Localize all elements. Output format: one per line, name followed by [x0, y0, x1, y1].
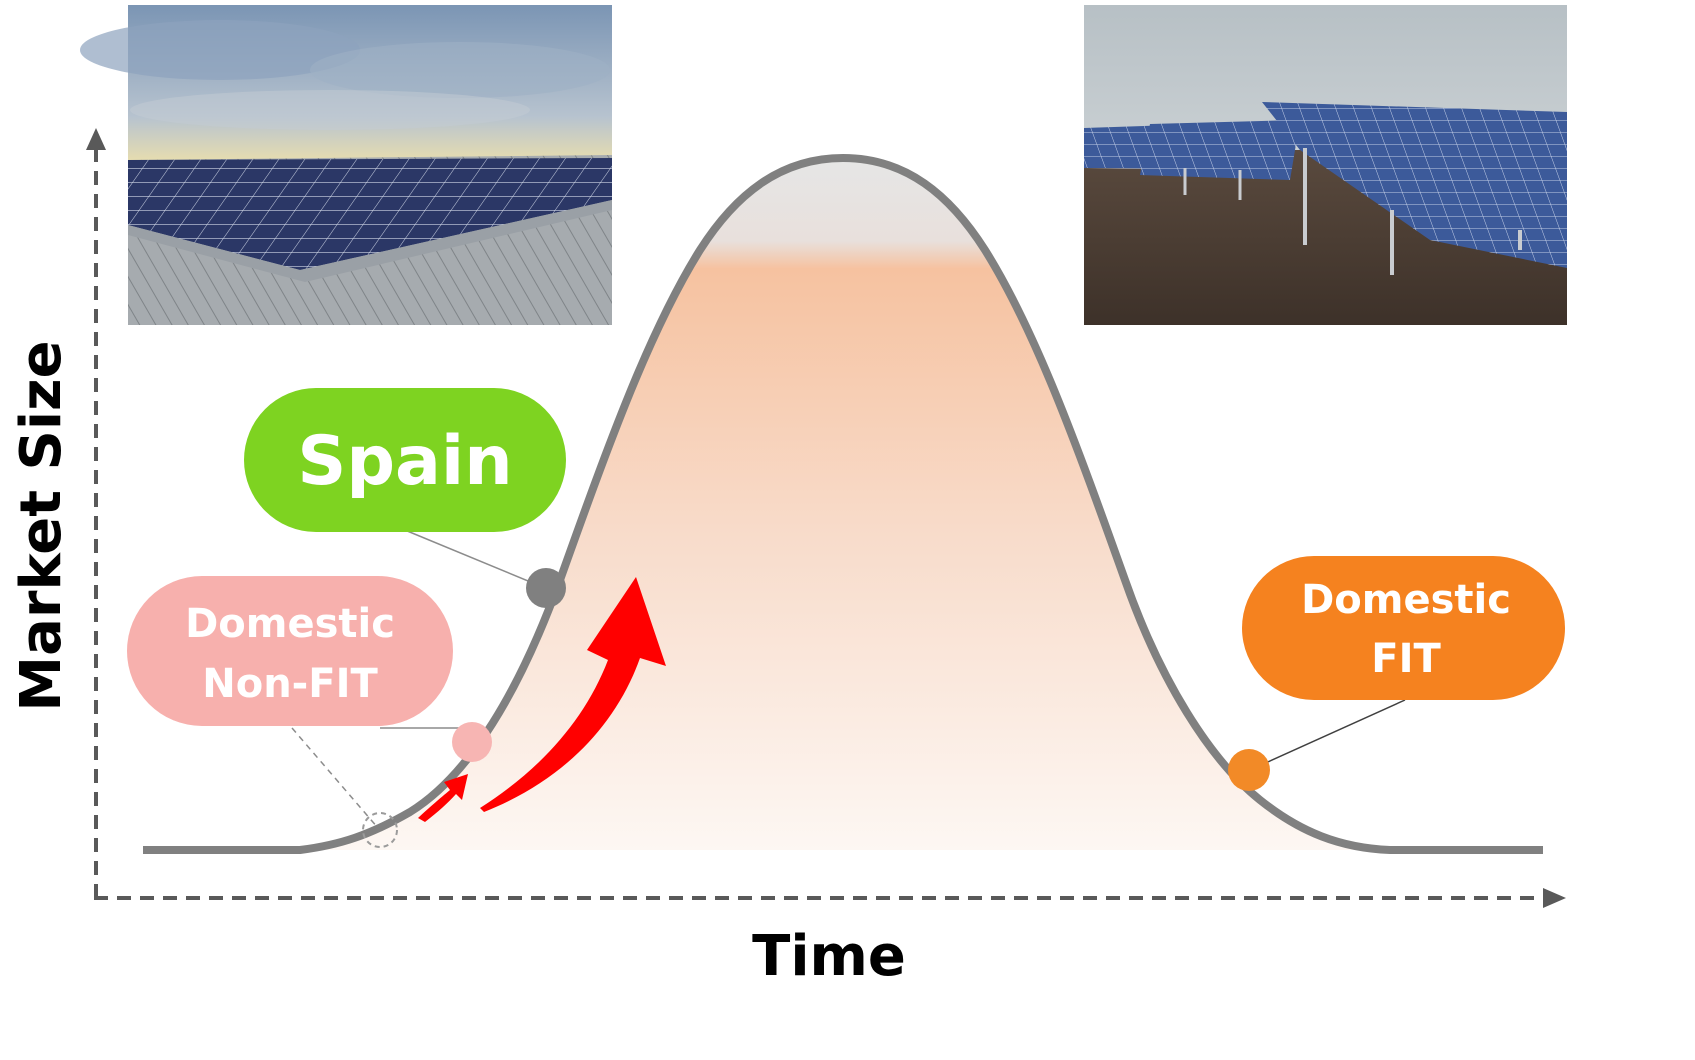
x-axis-arrowhead [1543, 888, 1566, 908]
left-photo [80, 5, 612, 325]
fit-connector [1249, 699, 1406, 771]
y-axis-title: Market Size [9, 340, 74, 711]
domestic-fit-point[interactable] [1228, 749, 1270, 791]
small-growth-arrow [418, 774, 468, 822]
non-fit-origin-marker [362, 812, 398, 848]
domestic-non-fit-pill[interactable]: Domestic Non-FIT [127, 576, 453, 726]
right-photo [1084, 5, 1567, 325]
spain-connector [399, 527, 546, 589]
spain-point[interactable] [526, 568, 566, 608]
domestic-fit-line2: FIT [1371, 636, 1441, 682]
spain-label-pill[interactable]: Spain [244, 388, 566, 532]
non-fit-dashed-connector [291, 727, 379, 829]
market-curve-fill [300, 158, 1390, 850]
y-axis-arrowhead [86, 128, 106, 150]
domestic-non-fit-line2: Non-FIT [202, 661, 378, 707]
domestic-fit-line1: Domestic [1301, 577, 1511, 623]
large-growth-arrow [480, 577, 666, 812]
domestic-fit-pill[interactable]: Domestic FIT [1242, 556, 1565, 700]
spain-label: Spain [297, 422, 512, 501]
market-curve [143, 154, 1543, 854]
x-axis-title: Time [752, 924, 906, 989]
domestic-non-fit-line1: Domestic [185, 601, 395, 647]
domestic-non-fit-point[interactable] [452, 722, 492, 762]
